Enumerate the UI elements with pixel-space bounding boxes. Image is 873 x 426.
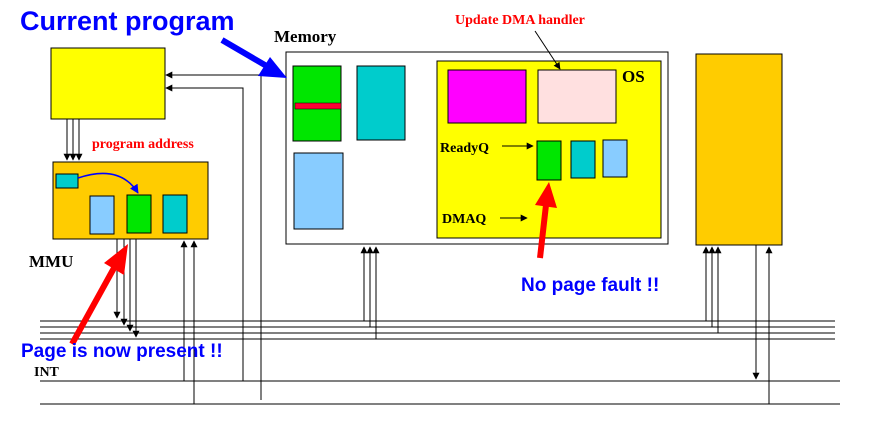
memory-cyan-page	[356, 65, 406, 141]
os-label: OS	[622, 67, 645, 86]
memory-light-blue-page	[293, 152, 344, 230]
program-address-label: program address	[92, 137, 194, 152]
dma-handler-block	[537, 69, 617, 124]
device-bus-arrows	[702, 245, 773, 404]
readyq-cyan-process	[570, 140, 596, 179]
cpu-mmu-arrows	[63, 119, 83, 161]
current-program-label: Current program	[20, 6, 235, 36]
dmaq-label: DMAQ	[442, 212, 486, 227]
mmu-blue-curve-arrow	[77, 172, 139, 194]
memory-label: Memory	[274, 27, 337, 46]
update-dma-handler-label: Update DMA handler	[455, 13, 585, 28]
mmu-green-page	[126, 194, 152, 234]
cpu-box	[50, 47, 166, 120]
mmu-small-cyan	[55, 173, 79, 189]
page-is-now-present-label: Page is now present !!	[21, 341, 223, 362]
mmu-light-blue-page	[89, 195, 115, 235]
device-box	[695, 53, 783, 246]
readyq-label: ReadyQ	[440, 141, 489, 156]
os-magenta-block	[447, 69, 527, 124]
current-program-arrow	[220, 37, 287, 78]
dma-handler-arrow	[534, 30, 561, 70]
bus-lines	[40, 320, 840, 405]
no-page-fault-label: No page fault !!	[521, 275, 659, 296]
memory-red-marker	[294, 102, 342, 110]
readyq-light-blue-process	[602, 139, 628, 178]
no-page-fault-arrow	[535, 182, 557, 259]
memory-bus-arrows	[360, 246, 380, 339]
int-label: INT	[34, 365, 60, 380]
readyq-green-process	[536, 140, 562, 181]
mmu-cyan-page	[162, 194, 188, 234]
page-present-arrow	[69, 244, 128, 346]
mmu-label: MMU	[29, 252, 73, 271]
